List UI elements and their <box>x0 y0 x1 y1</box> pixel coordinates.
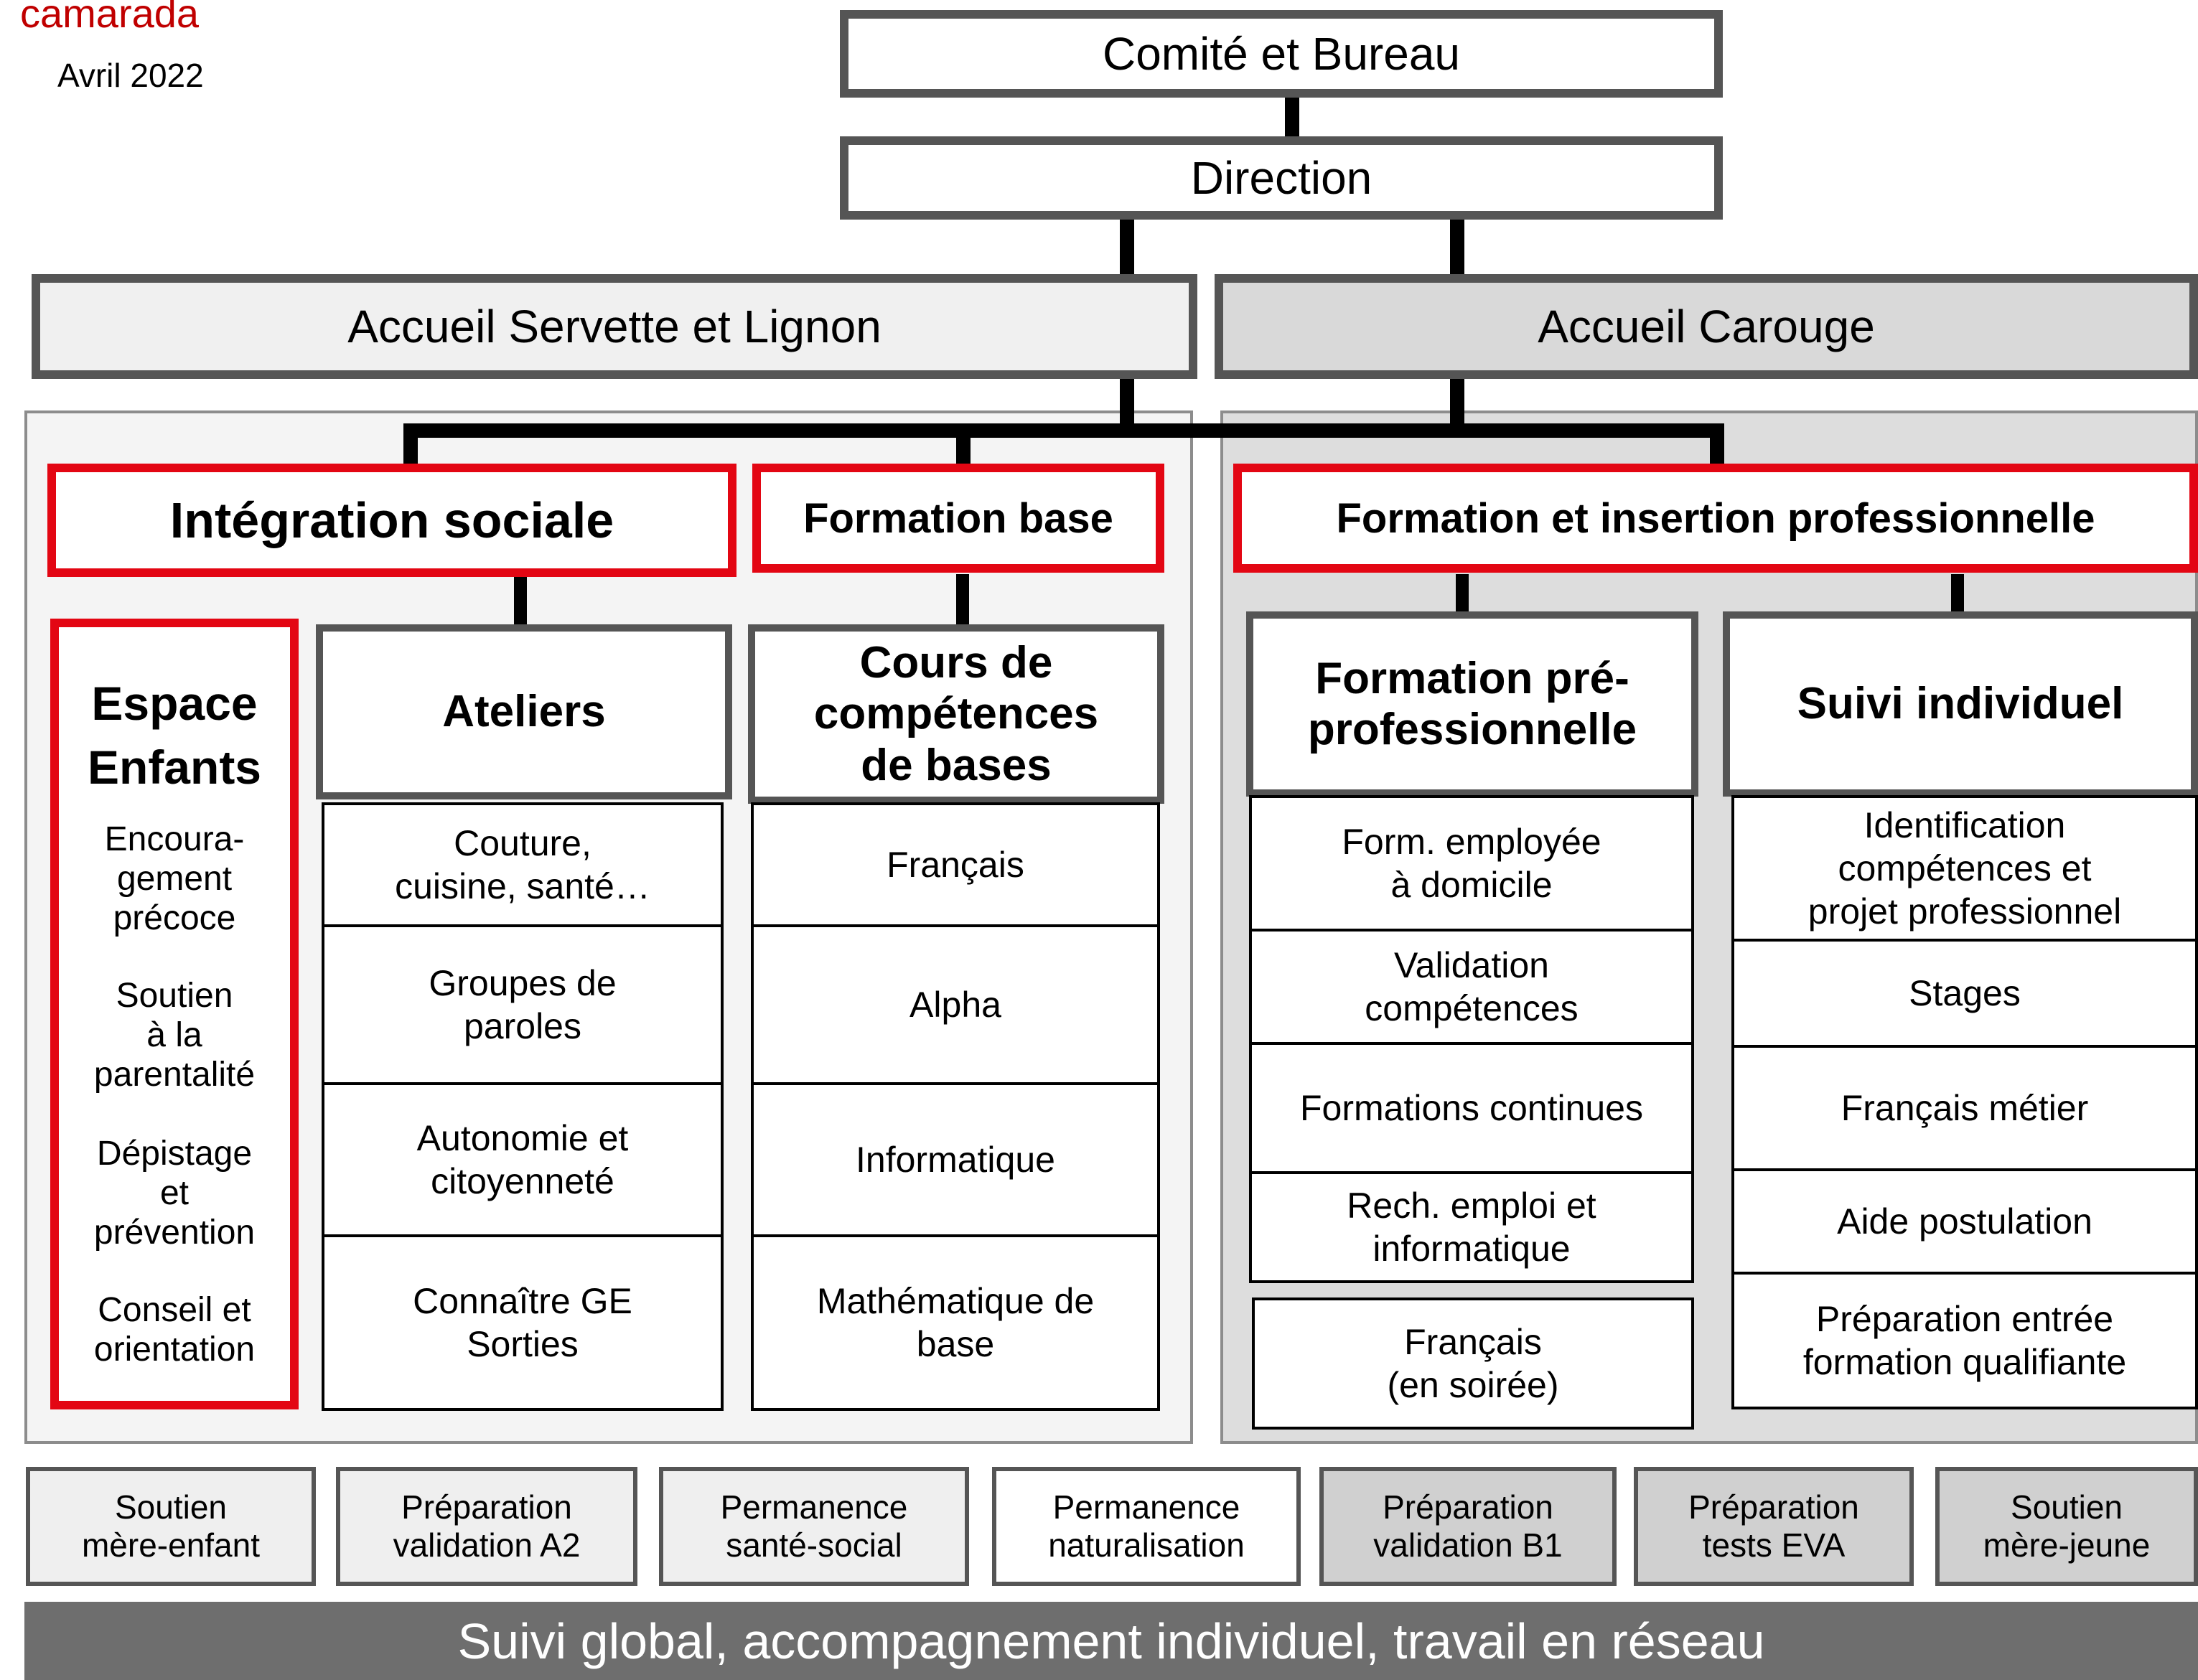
espace-enfants-item: Dépistage et prévention <box>93 1135 256 1252</box>
direction-box: Direction <box>840 136 1723 220</box>
pole-integration-sociale: Intégration sociale <box>47 464 736 577</box>
logo: camarada <box>20 0 200 36</box>
connector-insertion-preprof <box>1456 574 1469 614</box>
connector-servette-bar <box>403 423 1337 438</box>
comite-bureau-box: Comité et Bureau <box>840 10 1723 98</box>
date-label: Avril 2022 <box>57 57 204 94</box>
connector-integration-ateliers <box>514 574 527 624</box>
connector-base-cours <box>956 574 969 624</box>
suivi-item: Français métier <box>1731 1045 2198 1171</box>
preprof-header: Formation pré-professionnelle <box>1246 611 1698 797</box>
site-carouge: Accueil Carouge <box>1215 274 2198 379</box>
connector-direction-servette <box>1120 215 1134 276</box>
connector-to-formation-base <box>956 423 971 468</box>
connector-carouge-bar <box>1328 423 1723 438</box>
preprof-item: Formations continues <box>1249 1042 1694 1174</box>
pole-formation-insertion: Formation et insertion professionnelle <box>1233 464 2198 573</box>
ateliers-header: Ateliers <box>316 624 732 799</box>
connector-insertion-suivi <box>1951 574 1964 614</box>
connector-servette-down <box>1120 376 1134 431</box>
espace-enfants-title: Espace Enfants <box>87 677 262 794</box>
connector-to-insertion <box>1710 423 1724 468</box>
espace-enfants-column: Espace Enfants Encoura- gement précoce S… <box>50 619 299 1409</box>
cours-item: Alpha <box>751 924 1160 1085</box>
pole-formation-base: Formation base <box>752 464 1164 573</box>
suivi-item: Stages <box>1731 939 2198 1048</box>
ateliers-item: Couture,cuisine, santé… <box>322 802 724 927</box>
espace-enfants-item: Soutien à la parentalité <box>93 977 256 1094</box>
espace-enfants-item: Encoura- gement précoce <box>104 820 245 938</box>
footer-banner: Suivi global, accompagnement individuel,… <box>24 1602 2198 1680</box>
connector-to-integration <box>403 423 418 468</box>
preprof-item: Français(en soirée) <box>1252 1297 1694 1430</box>
connector-direction-carouge <box>1450 215 1464 276</box>
cours-item: Français <box>751 802 1160 927</box>
suivi-header: Suivi individuel <box>1723 611 2198 797</box>
connector-carouge-down <box>1450 376 1464 438</box>
suivi-item: Aide postulation <box>1731 1168 2198 1275</box>
espace-enfants-item: Conseil et orientation <box>93 1291 256 1369</box>
connector-comite-direction <box>1285 92 1299 139</box>
cours-item: Informatique <box>751 1082 1160 1237</box>
site-servette-lignon: Accueil Servette et Lignon <box>32 274 1197 379</box>
